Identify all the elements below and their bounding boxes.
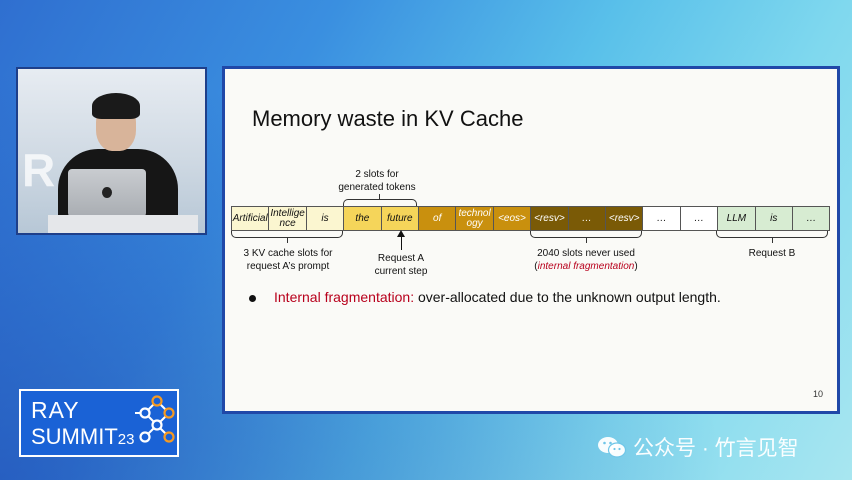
logo-year: 23 bbox=[117, 431, 135, 448]
current-step-arrow-line bbox=[401, 232, 402, 250]
brace-tick bbox=[379, 194, 380, 199]
generated-tokens-annotation: 2 slots for generated tokens bbox=[338, 169, 416, 193]
paren-open: ( bbox=[534, 261, 538, 272]
brace-tick bbox=[586, 238, 587, 243]
kv-cache-cell: future bbox=[380, 206, 419, 231]
kv-cache-cell: … bbox=[567, 206, 606, 231]
unused-slots-brace bbox=[530, 231, 642, 238]
bullet-key: Internal fragmentation: bbox=[274, 289, 415, 305]
kv-cache-cell: of bbox=[418, 206, 457, 231]
wechat-icon bbox=[598, 437, 627, 458]
kv-cache-cell: the bbox=[343, 206, 382, 231]
slide: Memory waste in KV Cache 2 slots for gen… bbox=[222, 66, 840, 414]
bullet-text: over-allocated due to the unknown output… bbox=[414, 289, 721, 305]
never-used-text: 2040 slots never used bbox=[537, 248, 635, 259]
wechat-watermark: 公众号 · 竹言见智 bbox=[597, 432, 799, 462]
kv-cache-cell: … bbox=[679, 206, 719, 231]
kv-cache-cell: <eos> bbox=[492, 206, 532, 231]
unused-slots-annotation: 2040 slots never used (internal fragment… bbox=[515, 247, 657, 273]
prompt-annotation: 3 KV cache slots for request A’s prompt bbox=[243, 248, 333, 272]
brace-tick bbox=[287, 238, 288, 243]
kv-cache-cell: Artificial bbox=[231, 206, 270, 231]
prompt-brace bbox=[231, 231, 343, 238]
bullet-dot-icon bbox=[249, 294, 256, 302]
kv-cache-cell: technol ogy bbox=[455, 206, 494, 231]
speaker-hair bbox=[92, 93, 140, 119]
logo-line1: RAY bbox=[31, 397, 80, 423]
podium bbox=[48, 215, 198, 233]
bullet-point: Internal fragmentation: over-allocated d… bbox=[249, 289, 721, 305]
generated-tokens-brace bbox=[343, 199, 417, 206]
ray-network-icon bbox=[135, 395, 175, 443]
brace-tick bbox=[772, 238, 773, 243]
kv-cache-cell: <resv> bbox=[530, 206, 569, 231]
slide-title: Memory waste in KV Cache bbox=[252, 106, 524, 131]
kv-cache-cell: <resv> bbox=[605, 206, 644, 231]
current-step-annotation: Request A current step bbox=[374, 253, 428, 277]
fragmentation-text: internal fragmentation bbox=[537, 261, 635, 272]
laptop bbox=[68, 169, 146, 217]
apple-logo-icon bbox=[102, 187, 112, 198]
kv-cache-cell: LLM bbox=[717, 206, 756, 231]
kv-cache-cell: … bbox=[792, 206, 831, 231]
ray-summit-logo: RAY SUMMIT23 bbox=[19, 389, 179, 457]
kv-cache-cell: is bbox=[754, 206, 793, 231]
backdrop-text: R bbox=[22, 144, 58, 196]
speaker-video: R 2 bbox=[16, 67, 207, 235]
kv-cache-cell: … bbox=[642, 206, 681, 231]
paren-close: ) bbox=[634, 261, 638, 272]
logo-summit: SUMMIT bbox=[31, 424, 118, 449]
watermark-text: 公众号 · 竹言见智 bbox=[633, 437, 799, 460]
slide-number: 10 bbox=[812, 389, 823, 399]
fragmentation-note: (internal fragmentation) bbox=[515, 260, 657, 273]
logo-line2: SUMMIT23 bbox=[31, 424, 134, 450]
kv-cache-cell: is bbox=[305, 206, 345, 231]
request-b-annotation: Request B bbox=[748, 248, 796, 259]
kv-cache-cell: Intellige nce bbox=[268, 206, 307, 231]
request-b-brace bbox=[716, 231, 828, 238]
